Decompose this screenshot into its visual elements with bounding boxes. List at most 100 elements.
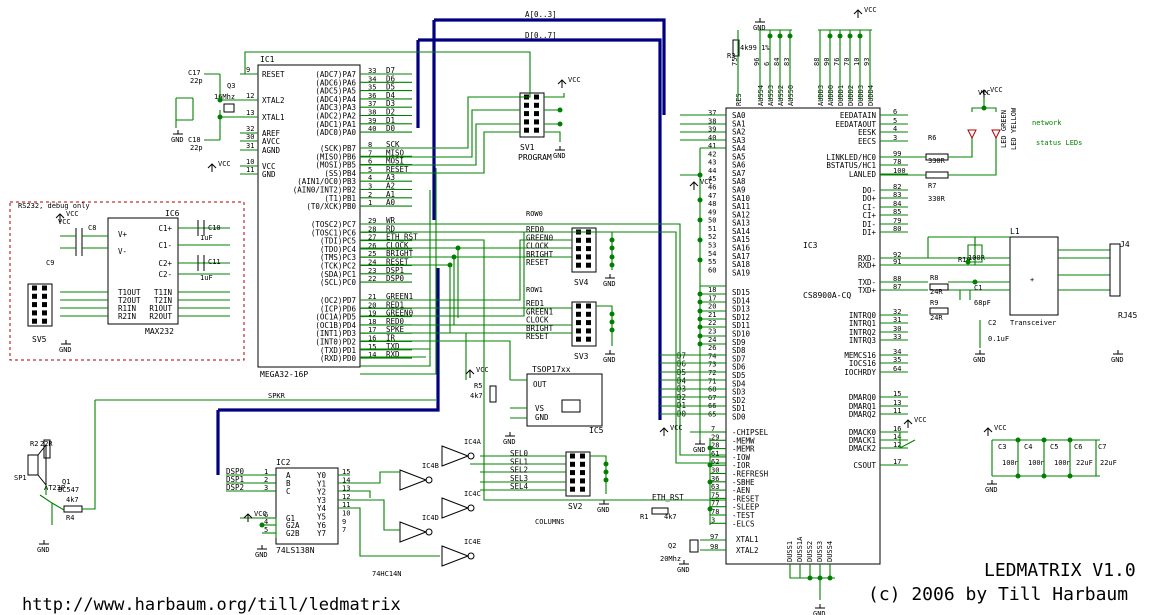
ic1-left-pin-name: AREF [262,129,281,138]
ic1-left-pin-number: 30 [246,133,254,141]
junction-dot [1067,437,1073,443]
ic3-top-pin-name: AUS52 [777,85,785,106]
l1-transceiver: L1 Transceiver + J4 RJ45 [880,227,1137,327]
rs232-section: RS232, debug only IC6 MAX232 V+ V- T1OUT… [9,201,245,361]
sv4-name: SV4 [574,278,589,287]
c7-value: 22uF [1100,459,1117,467]
ic1-port-pin-name: (ADC1)PA1 [315,120,356,129]
junction-dot [447,262,453,268]
ic3-ctrl-pin-number: 30 [711,467,719,475]
ic3-sd-pin-number: 22 [708,319,716,327]
header-pin [580,478,585,484]
ic3-sa-pin-name: SA17 [732,252,750,261]
ic5-part: TSOP17xx [532,365,571,374]
junction-dot [557,107,563,113]
ic3-right-pin-name: LINKLED/HC0 [826,153,876,162]
ic6-left-pin: T2OUT [118,296,141,305]
ic3-top-pin-number: 10 [853,58,861,66]
ic3-top-pin-number: 90 [823,58,831,66]
header-pin [534,111,539,117]
ic3-bottom-pin-name: DUSS3 [816,541,824,562]
gnd-symbol [505,432,515,437]
ic3-top-pin-name: DUDD4 [867,85,875,106]
ic1-port-net: D5 [386,83,395,92]
ic2-out-name: Y3 [317,496,326,505]
ic2-out-name: Y2 [317,488,326,497]
ic3-top-pin-name: RES [735,93,743,106]
ic6-right-pin: C2- [158,270,172,279]
junction-dot [697,257,703,263]
sp1-value: AT23P [44,484,65,492]
ic3-sd-net: D6 [677,360,687,369]
ic3-ctrl-pin-number: 61 [711,450,719,458]
ic3-sd-pin-name: SD2 [732,396,746,405]
junction-dot [697,299,703,305]
header-pin [576,320,581,326]
ic2-in-pin: 2 [264,476,268,484]
ic3-right-pin-number: 17 [893,458,901,466]
ic1-port-net: GREEN0 [386,309,414,318]
ic3-right-pin-number: 99 [893,150,901,158]
ic3-right-pin-name: RXD- [858,254,876,263]
ic3-sa-pin-name: SA12 [732,210,750,219]
gnd-symbol [1113,350,1123,355]
sv2-columns-header: SV2 COLUMNS [535,451,591,526]
ic1-port-net: DSP0 [386,274,405,283]
ic3-sa-pin-number: 50 [708,217,716,225]
ic3-ctrl-pin-name: -SBHE [732,478,755,487]
ic6-left-pin: R1IN [118,304,136,313]
ic3-sa-pin-number: 40 [708,134,716,142]
ic3-ctrl-pin-name: -AEN [732,486,750,495]
ic3-right-pin-number: 84 [893,200,901,208]
junction-dot [787,33,793,39]
ic3-sd-pin-number: 24 [708,336,716,344]
ic5-name: IC5 [589,426,604,435]
ic6-left-pin: R2IN [118,312,136,321]
ic3-ctrl-pin-name: -MEMW [732,436,755,445]
ic3-top-pin-number: 75 [731,58,739,66]
ic3-top-pin-number: 88 [813,58,821,66]
ic3-top-pin-name: AUS53 [767,85,775,106]
gnd-label: GND [255,551,268,559]
junction-dot [837,33,843,39]
ic3-sd-pin-number: 74 [708,352,716,360]
ic1-port-pin-number: 21 [368,293,376,301]
vcc-symbol [983,427,993,436]
ic3-part: CS8900A-CQ [803,291,851,300]
header-pin [534,94,539,100]
ic2-in-pin: 5 [264,526,268,534]
r3-label: R3 [727,52,735,60]
q3-label: Q3 [227,82,235,90]
ic1-port-pin-name: (RXD)PD0 [320,354,357,363]
ic1-port-pin-name: (INT0)PD2 [315,338,356,347]
ic3-ctrl-pin-number: 36 [711,475,719,483]
ic3-right-pin-number: 34 [893,348,901,356]
sv4-label: ROW0 [526,210,543,218]
ic1-port-pin-number: 7 [368,149,372,157]
eth-rst-net: ETH_RST [652,493,684,502]
gnd-label: GND [597,506,610,514]
ic6-right-pin: C2+ [158,259,172,268]
ic6-right-pin: T2IN [154,296,172,305]
sv3-row1-header: ROW1 SV3 [526,286,597,361]
ic2-net: DSP1 [226,475,244,484]
ic6-right-pin: R1OUT [149,304,172,313]
ic1-port-net: D2 [386,108,395,117]
ic1-left-pin-name: GND [262,170,276,179]
junction-dot [1041,473,1047,479]
sv5-pins [32,285,47,324]
title-text: LEDMATRIX V1.0 [984,560,1136,581]
inverter-gate [441,545,470,567]
junction-dot [609,245,615,251]
r9-value: 24R [930,314,943,322]
inverter-bubble [425,476,433,484]
inverter-label: IC4E [464,538,481,546]
ic1-left-pin-name: VCC [262,162,276,171]
header-pin [586,262,591,268]
ic3-right-pin-name: RXD+ [858,261,877,270]
c10-value: 1uF [200,234,213,242]
ic3-sa-pin-name: SA11 [732,202,750,211]
ic3-sa-pin-name: SA15 [732,235,750,244]
